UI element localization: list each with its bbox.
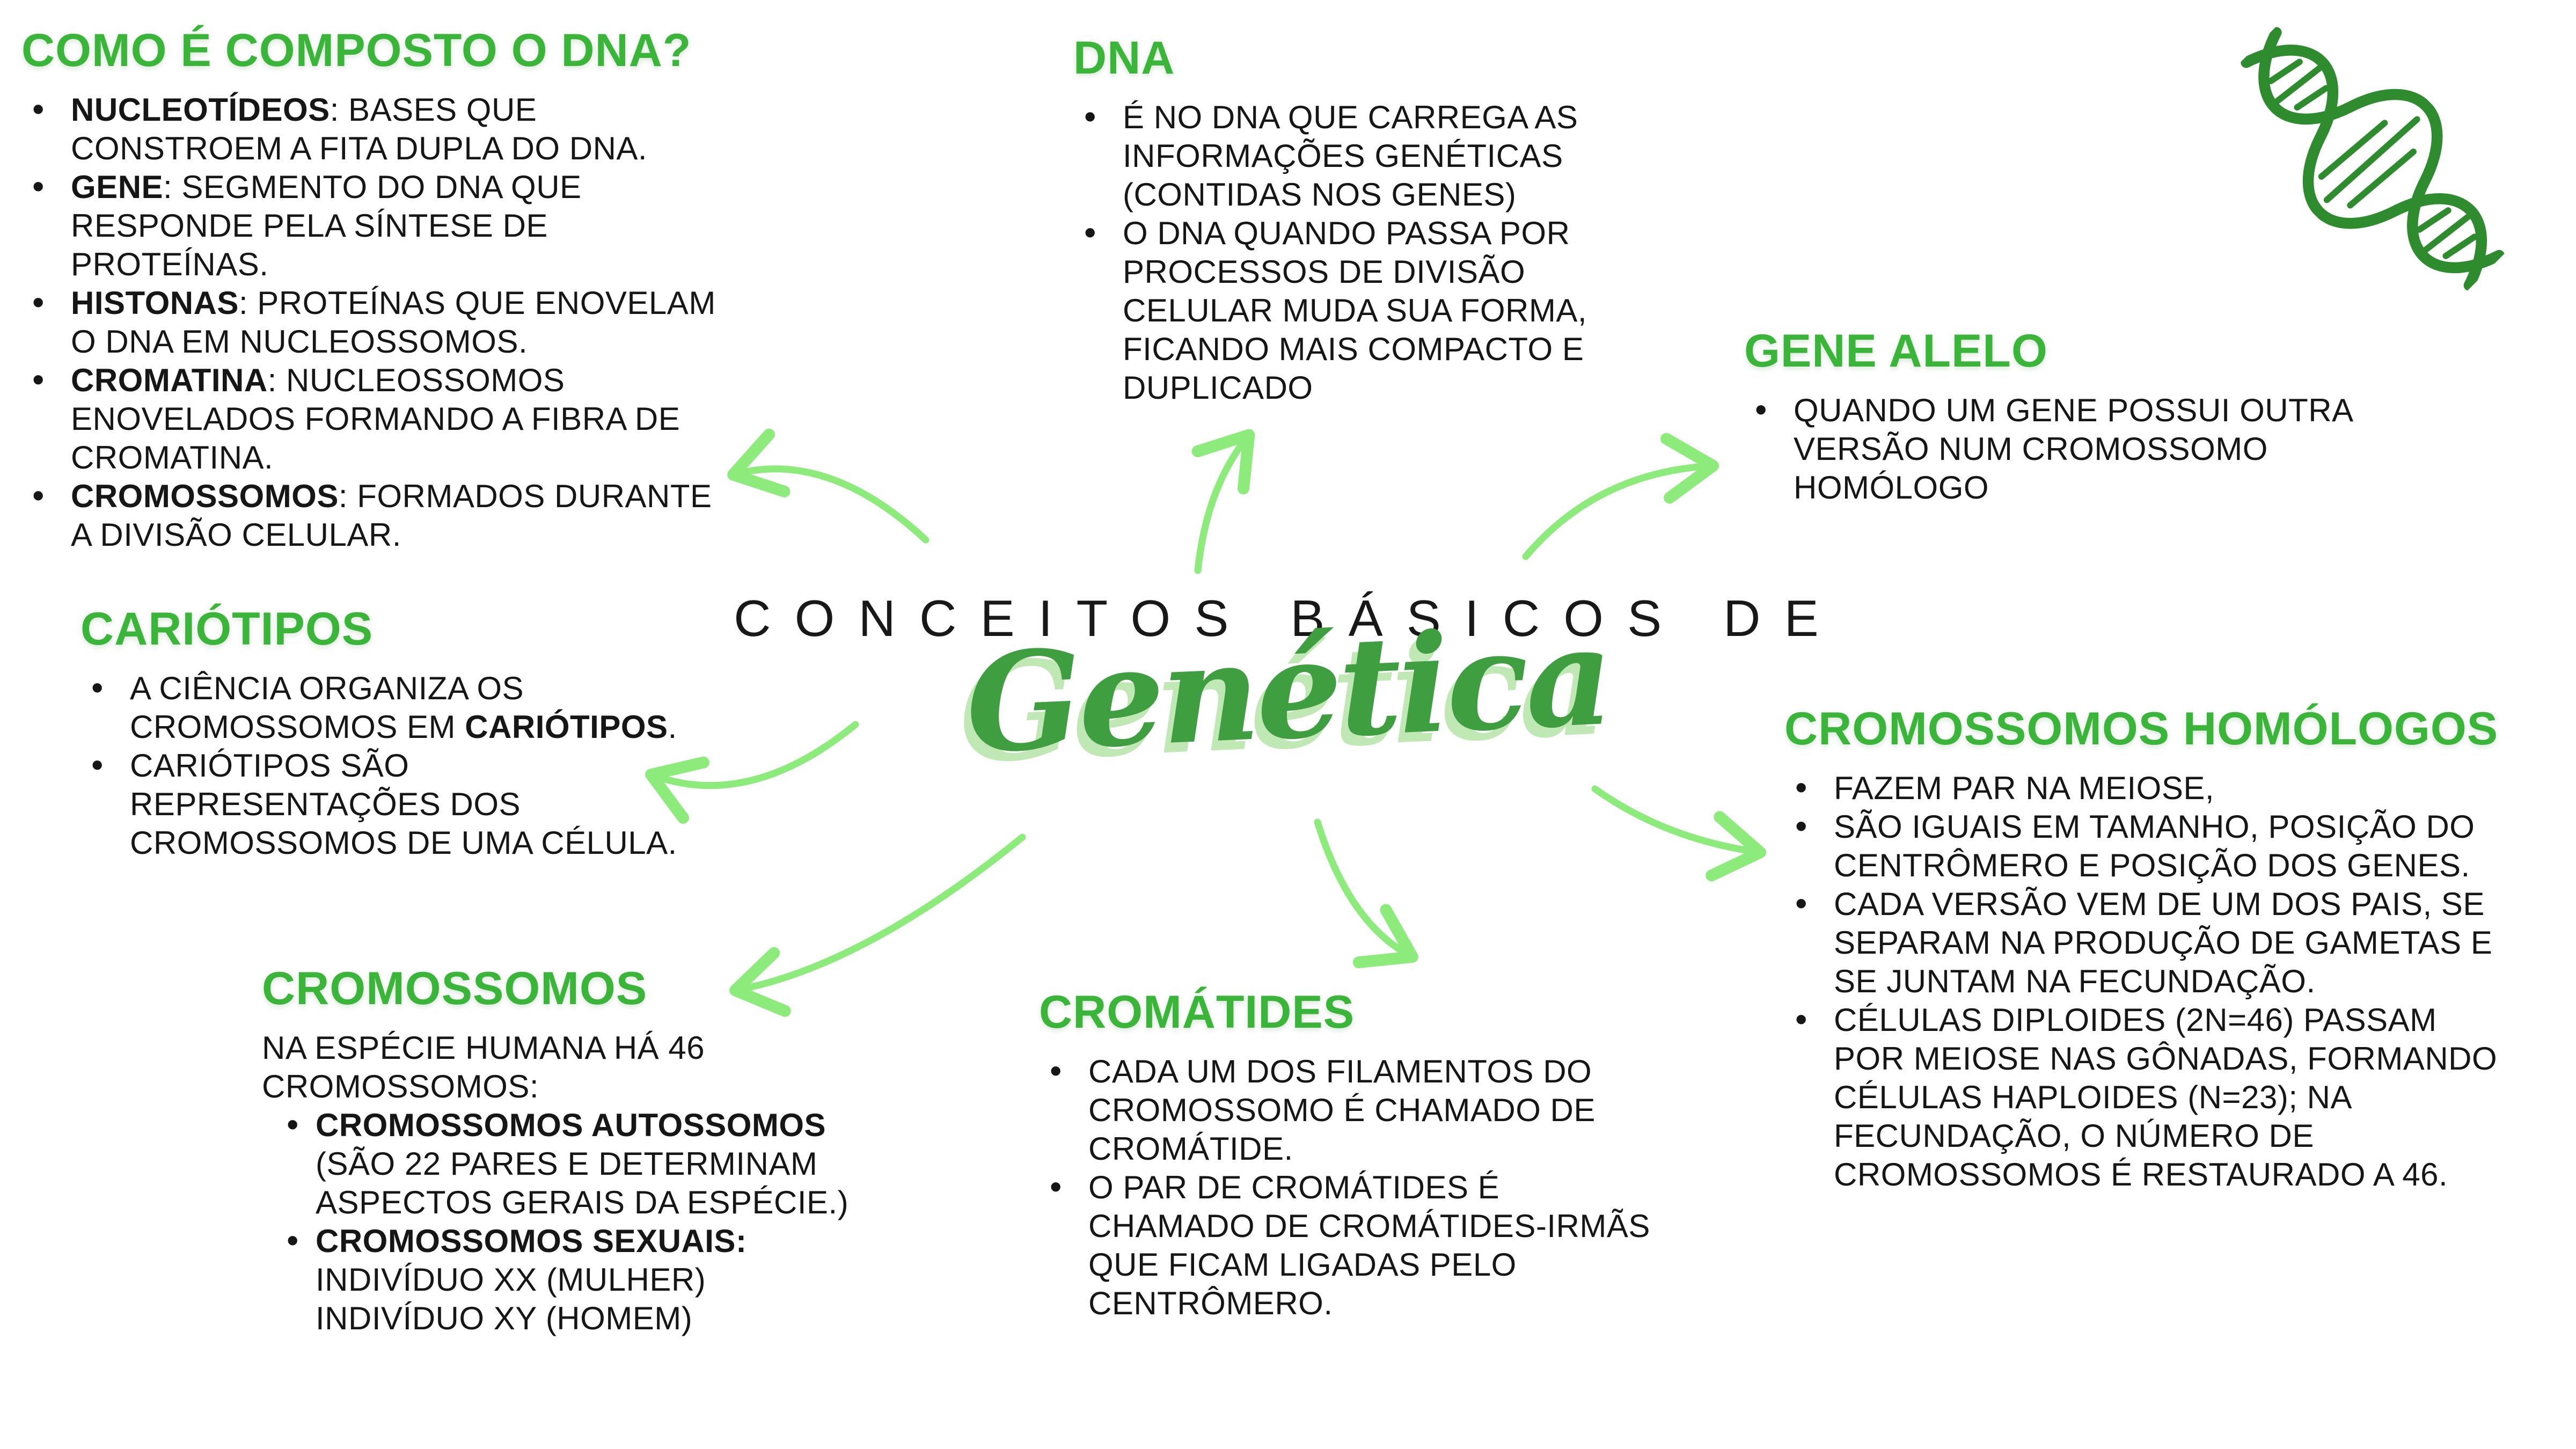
arrow-to-gene-alelo: [1522, 433, 1719, 560]
list-item: QUANDO UM GENE POSSUI OUTRA VERSÃO NUM C…: [1744, 390, 2496, 507]
section-como-e-composto-list: NUCLEOTÍDEOS: BASES QUE CONSTROEM A FITA…: [21, 90, 826, 554]
section-cromossomos-homologos: CROMOSSOMOS HOMÓLOGOS FAZEM PAR NA MEIOS…: [1784, 704, 2573, 1194]
list-item: CARIÓTIPOS SÃO REPRESENTAÇÕES DOS CROMOS…: [80, 745, 751, 862]
section-gene-alelo: GENE ALELO QUANDO UM GENE POSSUI OUTRA V…: [1744, 326, 2496, 507]
section-cromossomos-homologos-list: FAZEM PAR NA MEIOSE, SÃO IGUAIS EM TAMAN…: [1784, 768, 2573, 1194]
dna-helix-icon: [2201, 0, 2543, 329]
list-item: CÉLULAS DIPLOIDES (2N=46) PASSAM POR MEI…: [1784, 1000, 2573, 1194]
list-item: HISTONAS: PROTEÍNAS QUE ENOVELAM O DNA E…: [21, 283, 826, 361]
section-cromossomos-list: CROMOSSOMOS AUTOSSOMOS (SÃO 22 PARES E D…: [262, 1105, 960, 1338]
list-item: CROMATINA: NUCLEOSSOMOS ENOVELADOS FORMA…: [21, 360, 826, 477]
section-cromatides-list: CADA UM DOS FILAMENTOS DO CROMOSSOMO É C…: [1039, 1051, 1737, 1323]
list-item: CROMOSSOMOS SEXUAIS: INDIVÍDUO XX (MULHE…: [262, 1221, 960, 1338]
section-cariotipos-heading: CARIÓTIPOS: [80, 603, 374, 655]
section-dna-heading: DNA: [1073, 32, 1175, 84]
section-cromatides: CROMÁTIDES CADA UM DOS FILAMENTOS DO CRO…: [1039, 987, 1737, 1323]
section-cromossomos-heading: CROMOSSOMOS: [262, 963, 648, 1014]
section-cariotipos: CARIÓTIPOS A CIÊNCIA ORGANIZA OS CROMOSS…: [80, 604, 751, 862]
section-como-e-composto-heading: COMO É COMPOSTO O DNA?: [21, 25, 692, 76]
list-item: GENE: SEGMENTO DO DNA QUE RESPONDE PELA …: [21, 167, 826, 284]
section-cromossomos-homologos-heading: CROMOSSOMOS HOMÓLOGOS: [1784, 703, 2499, 755]
list-item: SÃO IGUAIS EM TAMANHO, POSIÇÃO DO CENTRÔ…: [1784, 807, 2573, 885]
list-item: NUCLEOTÍDEOS: BASES QUE CONSTROEM A FITA…: [21, 90, 826, 168]
arrow-to-cromatides: [1314, 818, 1418, 969]
section-gene-alelo-heading: GENE ALELO: [1744, 325, 2048, 377]
list-item: O PAR DE CROMÁTIDES É CHAMADO DE CROMÁTI…: [1039, 1167, 1737, 1323]
section-cromatides-heading: CROMÁTIDES: [1039, 986, 1355, 1038]
section-gene-alelo-list: QUANDO UM GENE POSSUI OUTRA VERSÃO NUM C…: [1744, 390, 2496, 507]
list-item: É NO DNA QUE CARREGA AS INFORMAÇÕES GENÉ…: [1073, 97, 1690, 214]
list-item: CADA UM DOS FILAMENTOS DO CROMOSSOMO É C…: [1039, 1051, 1737, 1168]
section-cariotipos-list: A CIÊNCIA ORGANIZA OS CROMOSSOMOS EM CAR…: [80, 668, 751, 862]
section-cromossomos: CROMOSSOMOS NA ESPÉCIE HUMANA HÁ 46 CROM…: [262, 964, 960, 1338]
section-cromossomos-intro: NA ESPÉCIE HUMANA HÁ 46 CROMOSSOMOS:: [262, 1029, 705, 1104]
section-dna-list: É NO DNA QUE CARREGA AS INFORMAÇÕES GENÉ…: [1073, 97, 1690, 407]
section-dna: DNA É NO DNA QUE CARREGA AS INFORMAÇÕES …: [1073, 33, 1690, 407]
list-item: CADA VERSÃO VEM DE UM DOS PAIS, SE SEPAR…: [1784, 884, 2573, 1001]
section-como-e-composto: COMO É COMPOSTO O DNA? NUCLEOTÍDEOS: BAS…: [21, 26, 826, 554]
list-item: O DNA QUANDO PASSA POR PROCESSOS DE DIVI…: [1073, 213, 1690, 407]
list-item: A CIÊNCIA ORGANIZA OS CROMOSSOMOS EM CAR…: [80, 668, 751, 747]
list-item: FAZEM PAR NA MEIOSE,: [1784, 768, 2573, 808]
main-title-kicker: CONCEITOS BÁSICOS DE: [734, 590, 1842, 647]
list-item: CROMOSSOMOS: FORMADOS DURANTE A DIVISÃO …: [21, 476, 826, 554]
arrow-to-cromossomos-homologos: [1591, 785, 1766, 882]
list-item: CROMOSSOMOS AUTOSSOMOS (SÃO 22 PARES E D…: [262, 1105, 960, 1222]
arrow-to-dna: [1191, 429, 1255, 574]
